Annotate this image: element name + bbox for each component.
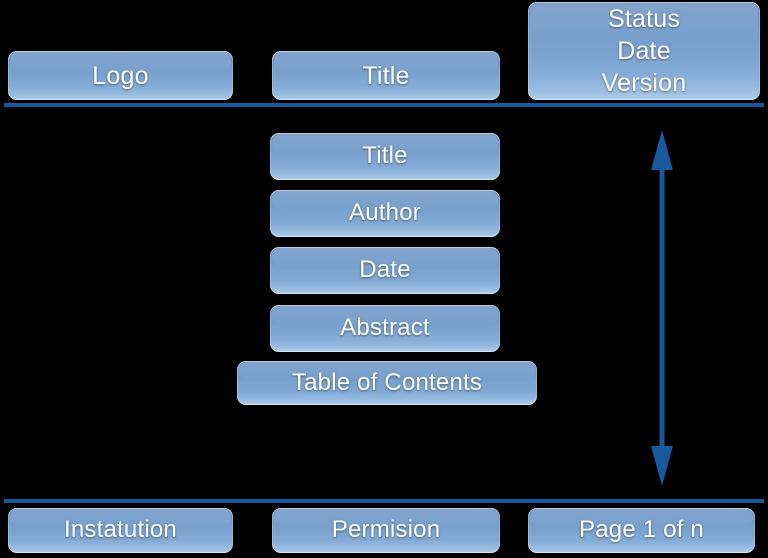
body-item-author-box[interactable]: Author [270,190,500,237]
header-title-box[interactable]: Title [272,51,500,100]
content-height-double-arrow [648,128,676,488]
body-item-author-label: Author [349,199,421,227]
footer-institution-label: Instatution [64,516,177,544]
footer-divider-line [4,499,764,503]
footer-permission-label: Permision [331,516,441,544]
header-status-date-version-label: Status Date Version [601,5,687,97]
double-arrow-icon [651,130,673,486]
footer-permission-box[interactable]: Permision [272,508,500,553]
header-title-label: Title [362,61,410,90]
header-logo-label: Logo [92,61,149,90]
header-status-date-version-box[interactable]: Status Date Version [528,2,760,100]
body-item-title-label: Title [362,142,408,170]
body-item-abstract-label: Abstract [340,314,430,342]
body-table-of-contents-label: Table of Contents [291,368,483,396]
body-table-of-contents-box[interactable]: Table of Contents [237,361,537,405]
footer-page-number-label: Page 1 of n [579,516,704,544]
body-item-date-box[interactable]: Date [270,247,500,294]
header-logo-box[interactable]: Logo [8,51,233,100]
body-item-title-box[interactable]: Title [270,133,500,180]
footer-page-number-box[interactable]: Page 1 of n [528,508,755,553]
header-divider-line [4,103,764,107]
body-item-date-label: Date [359,256,411,284]
body-item-abstract-box[interactable]: Abstract [270,305,500,352]
footer-institution-box[interactable]: Instatution [8,508,233,553]
